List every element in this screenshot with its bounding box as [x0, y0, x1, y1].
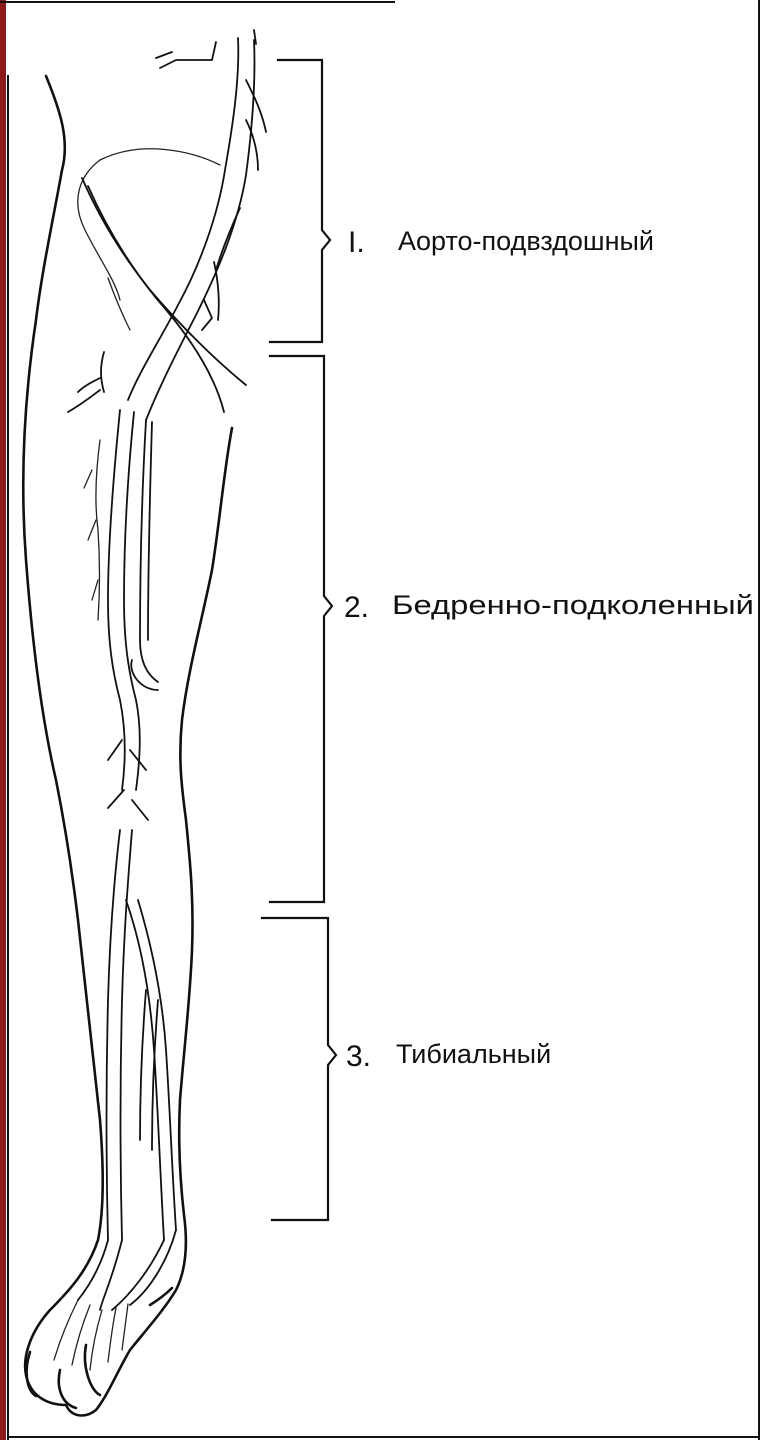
segment-label-2: 2. Бедренно-подколенный	[344, 590, 754, 624]
foot-vessels	[54, 1300, 128, 1370]
bracket-segment-2	[270, 356, 332, 902]
segment-2-number: 2.	[344, 591, 369, 624]
bracket-segment-3	[262, 918, 336, 1220]
segment-3-label: Тибиальный	[396, 1039, 551, 1069]
segment-1-number: I.	[348, 226, 365, 259]
segment-3-number: 3.	[346, 1040, 371, 1073]
segment-label-3: 3. Тибиальный	[346, 1039, 551, 1073]
segment-brackets	[262, 60, 336, 1220]
femoro-popliteal-arteries	[68, 352, 158, 820]
segment-label-1: I. Аорто-подвздошный	[348, 226, 654, 259]
tibial-arteries	[78, 830, 176, 1310]
segment-2-label: Бедренно-подколенный	[392, 590, 754, 620]
aorto-iliac-arteries	[128, 30, 266, 420]
leg-outline	[23, 76, 232, 1415]
bracket-segment-1	[270, 60, 330, 342]
segment-1-label: Аорто-подвздошный	[398, 226, 654, 256]
left-red-frame-edge	[0, 0, 6, 1440]
